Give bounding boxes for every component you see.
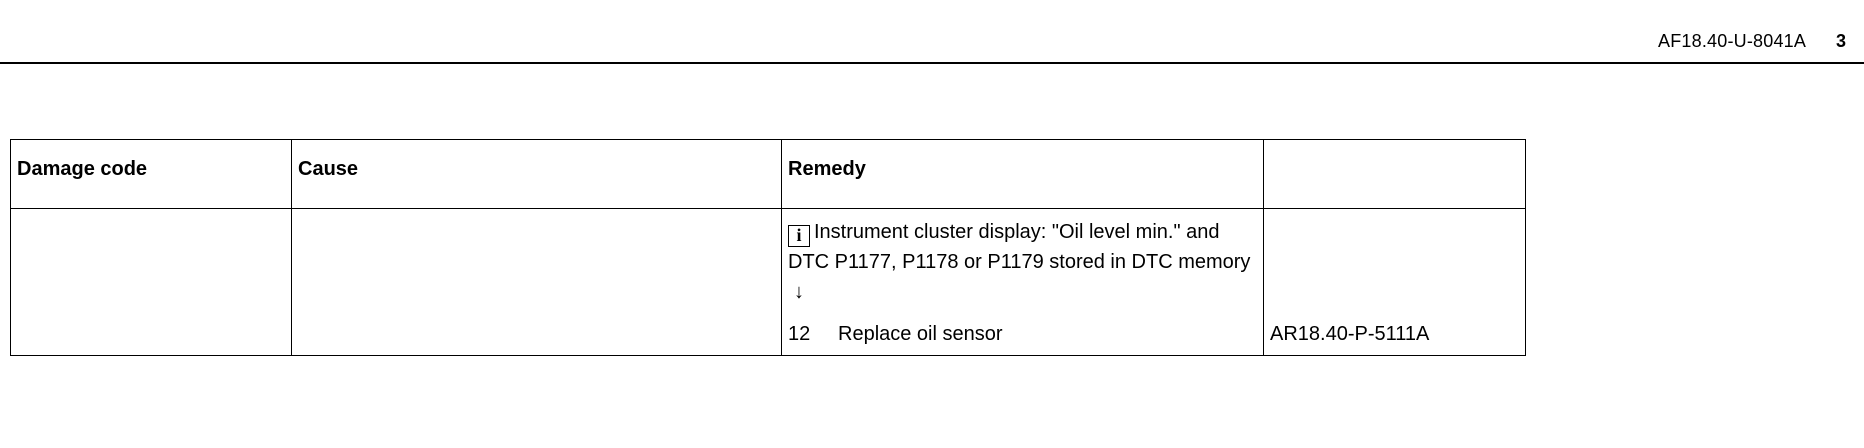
info-icon: i bbox=[788, 225, 810, 247]
header-divider bbox=[0, 62, 1864, 64]
arrow-down-icon: ↓ bbox=[794, 281, 804, 303]
remedy-step: 12 Replace oil sensor bbox=[782, 319, 1263, 349]
reference-cell: AR18.40-P-5111A bbox=[1263, 208, 1526, 356]
document-id: AF18.40-U-8041A bbox=[1658, 31, 1807, 51]
step-number: 12 bbox=[788, 323, 811, 345]
step-text: Replace oil sensor bbox=[838, 323, 1003, 345]
column-header-remedy: Remedy bbox=[781, 139, 1264, 209]
column-header-reference bbox=[1263, 139, 1526, 209]
page-number: 3 bbox=[1836, 31, 1847, 51]
cause-cell bbox=[291, 208, 782, 356]
reference-link[interactable]: AR18.40-P-5111A bbox=[1270, 323, 1430, 345]
remedy-note-text: Instrument cluster display: "Oil level m… bbox=[788, 221, 1251, 273]
damage-code-cell bbox=[10, 208, 292, 356]
column-header-damage-code: Damage code bbox=[10, 139, 292, 209]
column-header-cause: Cause bbox=[291, 139, 782, 209]
table-header-row: Damage code Cause Remedy bbox=[10, 139, 1526, 209]
